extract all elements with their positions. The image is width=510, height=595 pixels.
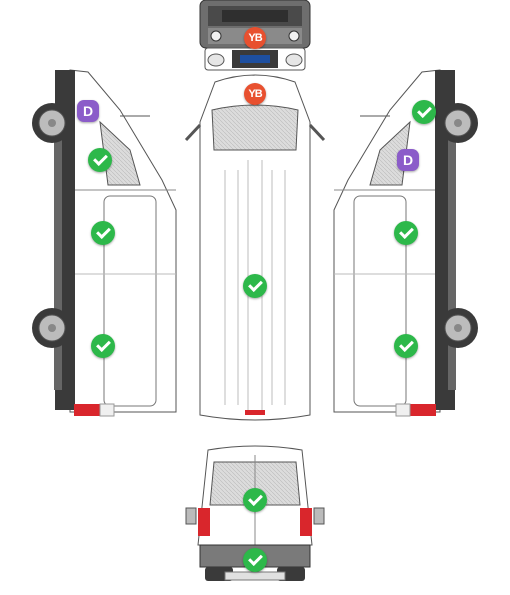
check-icon-right-front[interactable]	[412, 100, 436, 124]
check-icon-left-rear[interactable]	[91, 334, 115, 358]
yb-badge-top[interactable]: YB	[244, 83, 266, 105]
damage-badge-left[interactable]: D	[77, 100, 99, 122]
check-icon-rear-bumper[interactable]	[243, 548, 267, 572]
front-view	[199, 0, 311, 71]
check-icon-right-middle[interactable]	[394, 221, 418, 245]
check-icon-right-rear[interactable]	[394, 334, 418, 358]
top-view	[184, 74, 326, 421]
check-icon-left-middle[interactable]	[91, 221, 115, 245]
damage-badge-right[interactable]: D	[397, 149, 419, 171]
check-icon-roof[interactable]	[243, 274, 267, 298]
check-icon-rear-door[interactable]	[243, 488, 267, 512]
check-icon-left-cab[interactable]	[88, 148, 112, 172]
yb-badge-front[interactable]: YB	[244, 27, 266, 49]
